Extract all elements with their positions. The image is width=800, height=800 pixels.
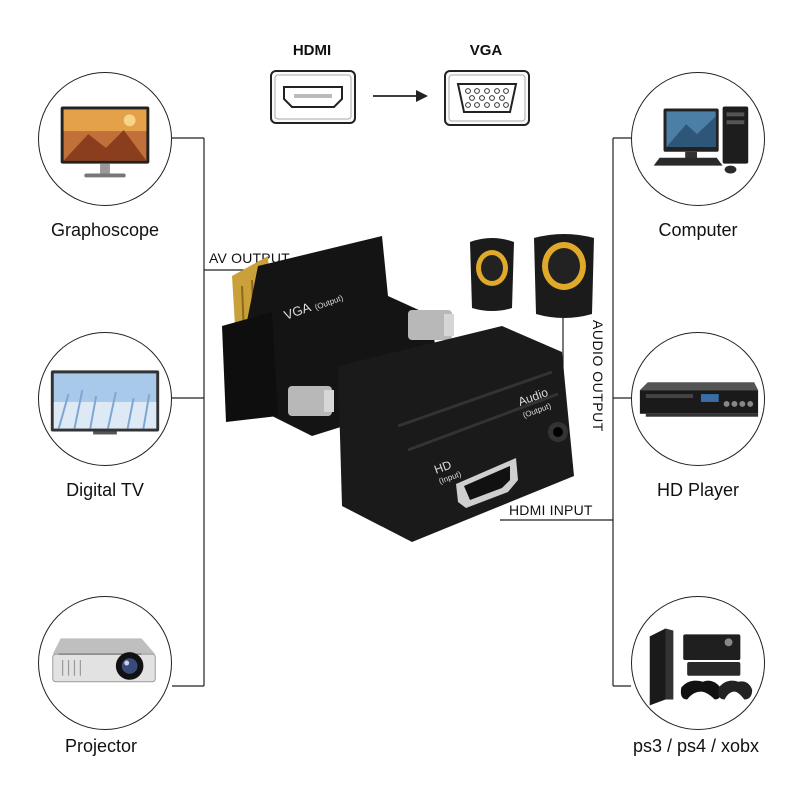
vga-port-icon (444, 70, 530, 126)
graphoscope-label: Graphoscope (50, 220, 160, 240)
graphoscope-circle (38, 72, 172, 206)
tv-icon (50, 370, 160, 435)
hdmi-port-icon (270, 70, 356, 124)
hd-player-label: HD Player (656, 480, 740, 500)
projector-circle (38, 596, 172, 730)
audio-output-label: AUDIO OUTPUT (590, 320, 606, 432)
speakers-icon (462, 232, 602, 322)
game-console-label: ps3 / ps4 / xobx (632, 736, 760, 756)
vga-label: VGA (469, 42, 503, 59)
monitor-icon (60, 106, 150, 178)
hdmi-to-vga-adapter: VGA (Output) Audio (Output) HD (Input) (212, 236, 592, 546)
computer-circle (631, 72, 765, 206)
game-console-circle (631, 596, 765, 730)
hdmi-input-label: HDMI INPUT (509, 502, 593, 518)
hd-player-circle (631, 332, 765, 466)
game-console-icon (649, 628, 753, 706)
dvd-player-icon (639, 382, 759, 417)
computer-icon (653, 106, 749, 174)
hd-port-text: HD (432, 458, 453, 477)
projector-label: Projector (64, 736, 138, 756)
digital-tv-label: Digital TV (66, 480, 144, 500)
computer-label: Computer (658, 220, 738, 240)
projector-icon (52, 638, 156, 683)
av-output-label: AV OUTPUT (209, 250, 290, 266)
digital-tv-circle (38, 332, 172, 466)
hdmi-label: HDMI (292, 42, 332, 59)
